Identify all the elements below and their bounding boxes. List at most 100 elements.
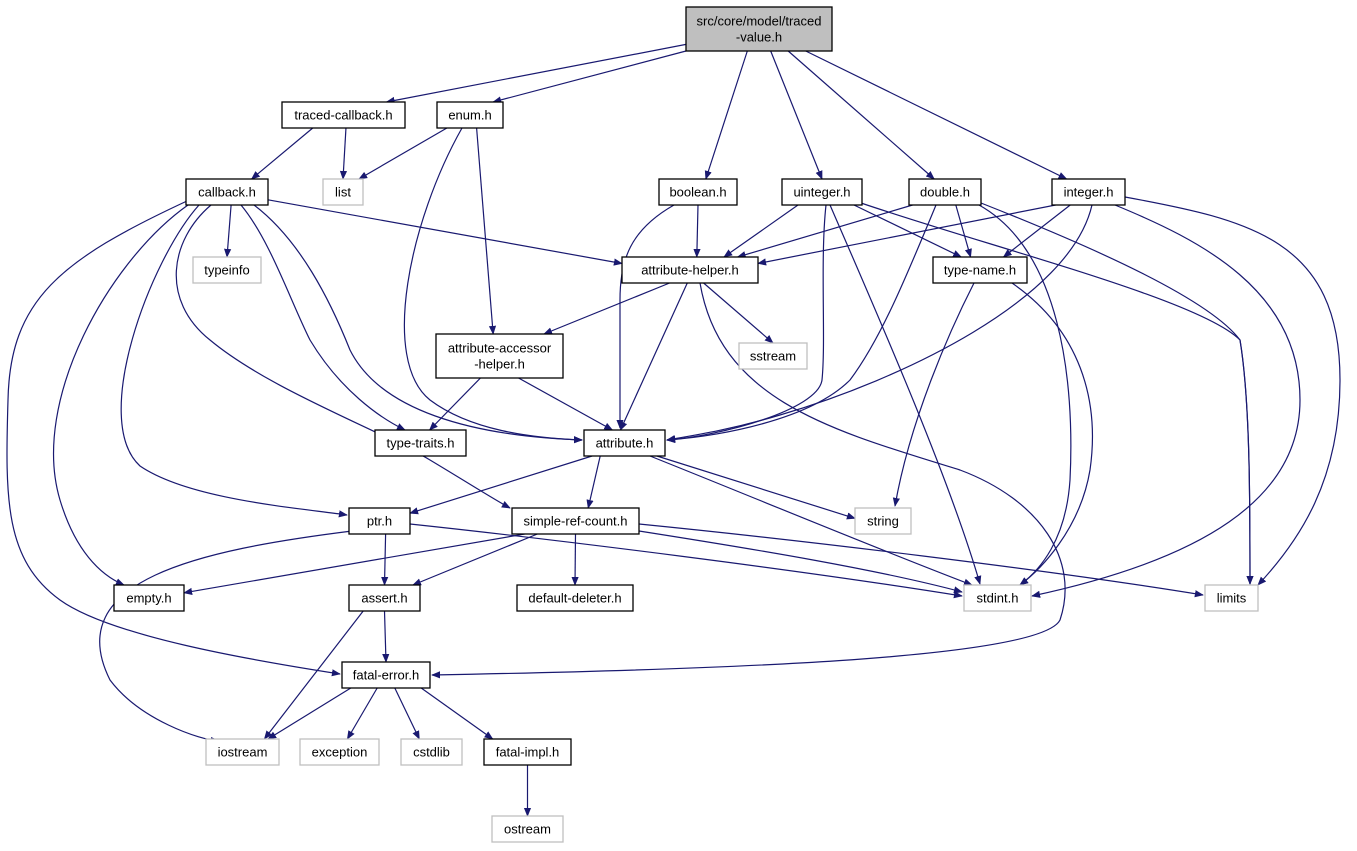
edge-arrow (267, 687, 352, 740)
node-fatal-impl[interactable]: fatal-impl.h (483, 738, 572, 766)
edge-fatal-error-to-cstdlib (394, 687, 420, 740)
node-simple-ref-count[interactable]: simple-ref-count.h (511, 507, 640, 535)
node-label: attribute.h (596, 436, 654, 451)
node-ptr[interactable]: ptr.h (348, 507, 411, 535)
edge-arrow (381, 533, 389, 586)
node-label: attribute-helper.h (641, 263, 739, 278)
node-label: type-name.h (944, 263, 1016, 278)
edge-double-to-attribute (666, 204, 937, 443)
node-label: uinteger.h (793, 185, 850, 200)
edge-arrow (428, 377, 481, 431)
edge-arrow (518, 377, 614, 431)
edge-callback-to-type-traits (240, 204, 406, 431)
edge-simple-ref-count-to-stdint (638, 530, 963, 594)
edge-arrow (175, 204, 511, 509)
node-boolean[interactable]: boolean.h (658, 178, 738, 206)
node-label: enum.h (448, 108, 491, 123)
edge-arrow (492, 50, 687, 104)
edge-fatal-error-to-fatal-impl (420, 687, 494, 740)
node-label: -value.h (736, 30, 782, 45)
node-label: exception (312, 745, 368, 760)
node-double[interactable]: double.h (908, 178, 982, 206)
node-label: type-traits.h (387, 436, 455, 451)
node-label: simple-ref-count.h (523, 514, 627, 529)
edge-type-name-to-stdint (1011, 282, 1093, 586)
edge-arrow (892, 282, 975, 507)
edge-traced-value-to-uinteger (770, 50, 823, 180)
node-uinteger[interactable]: uinteger.h (781, 178, 863, 206)
edge-ptr-to-stdint (409, 523, 963, 599)
node-label: attribute-accessor (448, 341, 552, 356)
edge-arrow (99, 530, 353, 745)
edge-arrow (476, 127, 497, 335)
edge-arrow (394, 687, 420, 740)
node-box (781, 178, 863, 206)
edge-attribute-to-stdint (649, 455, 973, 586)
node-box (205, 738, 280, 766)
node-stdint: stdint.h (963, 584, 1032, 612)
node-label: double.h (920, 185, 970, 200)
node-type-traits[interactable]: type-traits.h (374, 429, 467, 457)
node-fatal-error[interactable]: fatal-error.h (341, 661, 431, 689)
edge-callback-to-fatal-error (6, 200, 341, 677)
edge-arrow (571, 533, 579, 586)
node-attribute-accessor-helper[interactable]: attribute-accessor-helper.h (435, 333, 564, 379)
edge-arrow (704, 50, 748, 180)
node-label: typeinfo (204, 263, 250, 278)
edge-arrow (263, 610, 364, 740)
node-assert[interactable]: assert.h (348, 584, 421, 612)
edge-attribute-helper-to-attribute-accessor-helper (543, 282, 670, 335)
edge-arrow (649, 455, 973, 586)
edge-integer-to-limits (1124, 196, 1341, 586)
edge-arrow (736, 204, 913, 259)
node-label: limits (1217, 591, 1247, 606)
edge-uinteger-to-attribute (666, 204, 827, 443)
edge-arrow (638, 523, 1204, 598)
edge-attribute-helper-to-sstream (703, 282, 774, 344)
edge-arrow (1031, 204, 1301, 598)
edge-uinteger-to-type-name (853, 204, 963, 258)
edge-arrow (616, 204, 675, 429)
edge-attribute-accessor-helper-to-attribute (518, 377, 614, 431)
edges-layer (6, 43, 1341, 817)
node-default-deleter[interactable]: default-deleter.h (516, 584, 634, 612)
edge-integer-to-type-name (1002, 204, 1071, 258)
edge-enum-to-list (358, 127, 448, 180)
edge-callback-to-attribute (253, 204, 583, 444)
node-empty[interactable]: empty.h (113, 584, 185, 612)
node-attribute[interactable]: attribute.h (583, 429, 666, 457)
edge-arrow (543, 282, 670, 335)
edge-arrow (385, 43, 687, 105)
node-attribute-helper[interactable]: attribute-helper.h (621, 256, 759, 284)
node-integer[interactable]: integer.h (1051, 178, 1126, 206)
node-limits: limits (1204, 584, 1259, 612)
node-type-name[interactable]: type-name.h (932, 256, 1028, 284)
node-exception: exception (299, 738, 380, 766)
edge-arrow (980, 202, 1254, 585)
node-label: fatal-impl.h (496, 745, 560, 760)
node-enum[interactable]: enum.h (436, 101, 504, 129)
edge-traced-value-to-boolean (704, 50, 748, 180)
node-label: integer.h (1064, 185, 1114, 200)
edge-attribute-helper-to-attribute (619, 282, 688, 431)
edge-arrow (666, 204, 937, 443)
node-box (511, 507, 640, 535)
edge-simple-ref-count-to-assert (412, 533, 538, 586)
node-box (658, 178, 738, 206)
node-box (491, 815, 564, 843)
edge-arrow (250, 127, 314, 180)
edge-arrow (403, 127, 583, 444)
node-callback[interactable]: callback.h (185, 178, 269, 206)
node-box (516, 584, 634, 612)
node-traced-value[interactable]: src/core/model/traced-value.h (685, 6, 833, 52)
edge-arrow (382, 610, 390, 663)
node-sstream: sstream (738, 342, 808, 370)
node-box (348, 507, 411, 535)
edge-enum-to-attribute-accessor-helper (476, 127, 497, 335)
edge-arrow (1002, 204, 1071, 258)
edge-attribute-to-ptr (409, 455, 593, 515)
edge-arrow (224, 204, 232, 258)
node-traced-callback[interactable]: traced-callback.h (281, 101, 406, 129)
edge-arrow (240, 204, 406, 431)
node-box (908, 178, 982, 206)
